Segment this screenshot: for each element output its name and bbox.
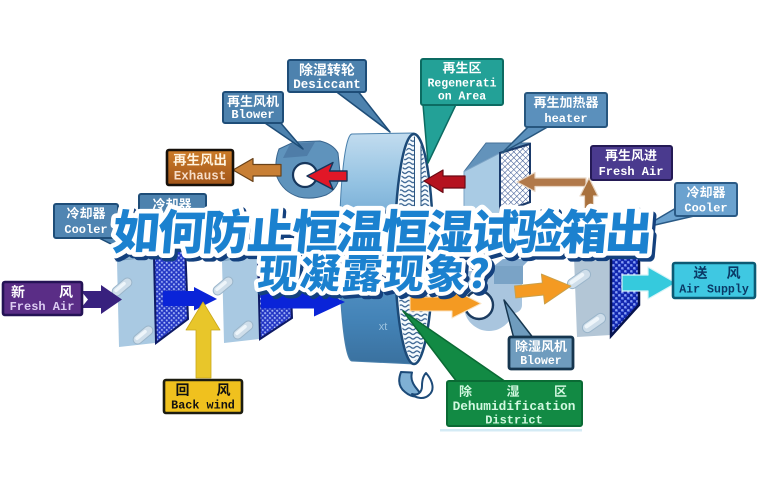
svg-text:Air Supply: Air Supply [679, 284, 749, 297]
svg-text:xt: xt [379, 321, 388, 333]
svg-text:on Area: on Area [438, 91, 486, 104]
svg-text:Regenerati: Regenerati [427, 78, 496, 91]
svg-text:Fresh Air: Fresh Air [599, 165, 664, 179]
svg-text:Blower: Blower [520, 355, 562, 368]
svg-text:Cooler: Cooler [64, 223, 107, 237]
svg-text:heater: heater [544, 112, 587, 126]
svg-text:Back wind: Back wind [171, 399, 235, 413]
svg-text:District: District [485, 414, 543, 428]
svg-text:Exhaust: Exhaust [174, 170, 227, 184]
svg-text:Cooler: Cooler [684, 202, 727, 216]
svg-text:Desiccant: Desiccant [293, 78, 361, 92]
svg-text:Fresh Air: Fresh Air [10, 300, 75, 314]
svg-text:Dehumidification: Dehumidification [453, 399, 576, 414]
svg-text:Blower: Blower [231, 108, 274, 122]
